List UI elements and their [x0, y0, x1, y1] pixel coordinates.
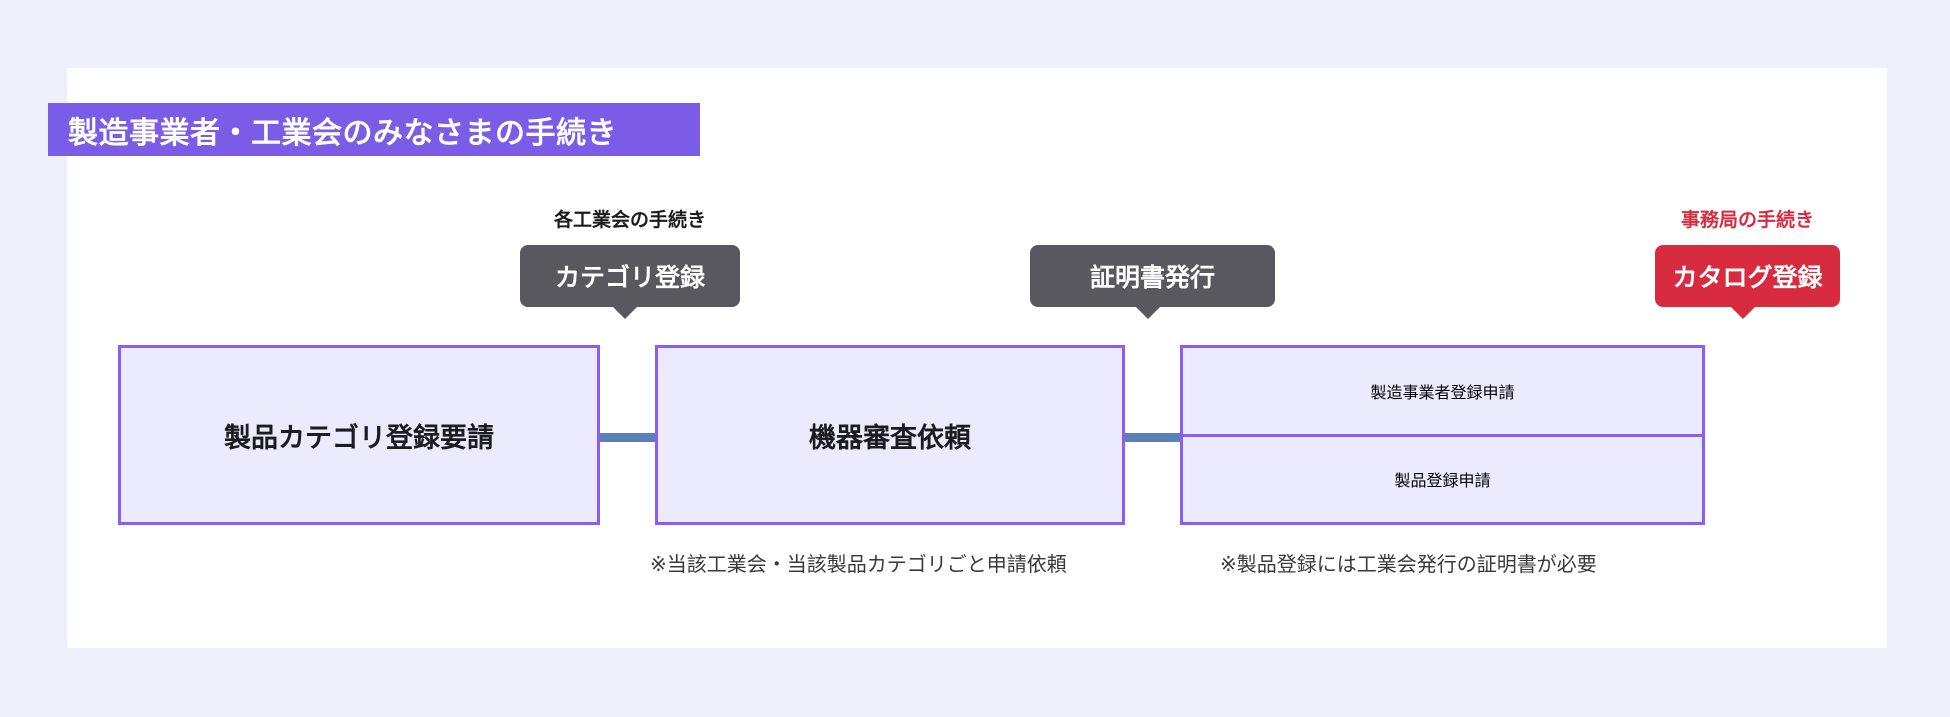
footnote-category-request: ※当該工業会・当該製品カテゴリごと申請依頼 [650, 554, 1067, 576]
page-title: 製造事業者・工業会のみなさまの手続き [68, 116, 617, 150]
badge-category-registration[interactable]: カテゴリ登録 [520, 245, 740, 319]
flow-box-device-review-request-label: 機器審査依頼 [809, 422, 971, 453]
badge-certificate-issuance-label: 証明書発行 [1089, 264, 1215, 292]
badge-pointer-icon [1135, 306, 1161, 319]
connector-step1-step2 [598, 433, 658, 442]
caption-secretariat: 事務局の手続き [1680, 210, 1814, 231]
flow-box-product-registration[interactable]: 製品登録申請 [1183, 437, 1702, 523]
flow-box-product-category-request[interactable]: 製品カテゴリ登録要請 [118, 345, 600, 525]
caption-industry-association: 各工業会の手続き [553, 210, 706, 231]
badge-pointer-icon [612, 306, 638, 319]
footnote-product-registration: ※製品登録には工業会発行の証明書が必要 [1220, 554, 1597, 576]
flow-box-device-review-request[interactable]: 機器審査依頼 [655, 345, 1125, 525]
page-title-banner: 製造事業者・工業会のみなさまの手続き [48, 103, 700, 156]
badge-certificate-issuance[interactable]: 証明書発行 [1030, 245, 1275, 319]
flow-box-product-category-request-label: 製品カテゴリ登録要請 [224, 422, 494, 453]
flow-box-manufacturer-registration[interactable]: 製造事業者登録申請 [1183, 348, 1702, 437]
flow-box-manufacturer-registration-label: 製造事業者登録申請 [1370, 384, 1515, 402]
flow-box-product-registration-label: 製品登録申請 [1394, 473, 1491, 491]
badge-pointer-icon [1730, 306, 1756, 319]
flow-box-registration-applications[interactable]: 製造事業者登録申請 製品登録申請 [1180, 345, 1705, 525]
badge-catalog-registration[interactable]: カタログ登録 [1655, 245, 1840, 319]
badge-catalog-registration-label: カタログ登録 [1672, 264, 1823, 292]
connector-step2-step3 [1122, 433, 1184, 442]
badge-category-registration-label: カテゴリ登録 [554, 264, 705, 292]
